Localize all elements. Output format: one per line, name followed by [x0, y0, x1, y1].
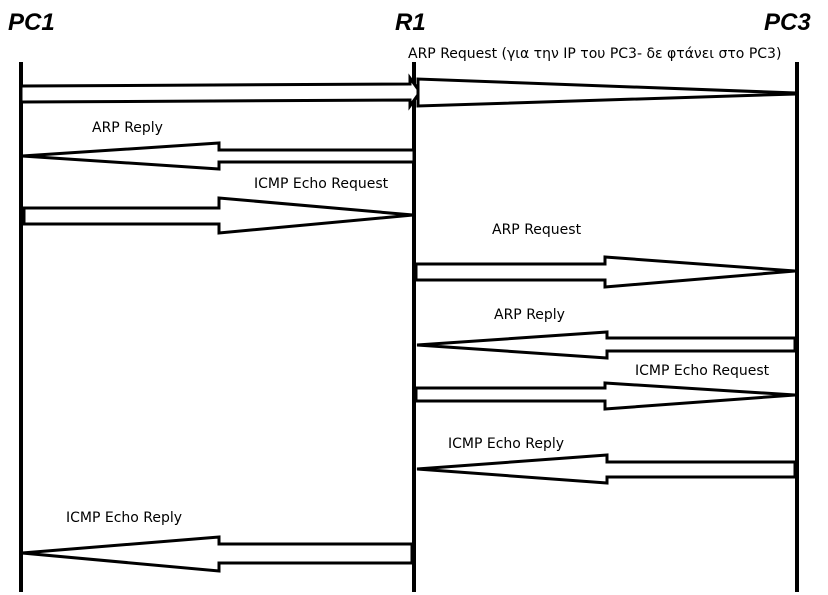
arrow-arp-reply-pc3-to-r1	[416, 330, 797, 360]
node-label-r1: R1	[395, 9, 426, 36]
node-label-pc3: PC3	[764, 9, 811, 36]
arrow-arp-request-r1-to-pc3	[416, 77, 797, 108]
message-label-icmp-echo-reply-1: ICMP Echo Reply	[448, 436, 564, 452]
message-label-arp-reply-2: ARP Reply	[494, 307, 565, 323]
message-label-arp-reply-1: ARP Reply	[92, 120, 163, 136]
message-label-arp-request-broadcast: ARP Request (για την IP του PC3- δε φτάν…	[408, 46, 781, 62]
node-label-pc1: PC1	[8, 9, 55, 36]
arrow-icmp-echo-request-pc1-to-r1	[22, 196, 414, 235]
arrow-arp-reply-r1-to-pc1	[21, 141, 416, 171]
message-label-icmp-echo-request-1: ICMP Echo Request	[254, 176, 389, 192]
arrow-icmp-echo-request-r1-to-pc3	[414, 381, 796, 411]
message-label-icmp-echo-request-2: ICMP Echo Request	[635, 363, 770, 379]
message-label-arp-request-2: ARP Request	[492, 222, 582, 238]
arrow-arp-request-r1-to-pc3-2	[414, 255, 796, 289]
message-label-icmp-echo-reply-2: ICMP Echo Reply	[66, 510, 182, 526]
arrow-icmp-echo-reply-pc3-to-r1	[416, 453, 797, 485]
arrow-arp-request-pc1-to-r1	[19, 73, 422, 111]
arrow-icmp-echo-reply-r1-to-pc1	[21, 535, 414, 573]
